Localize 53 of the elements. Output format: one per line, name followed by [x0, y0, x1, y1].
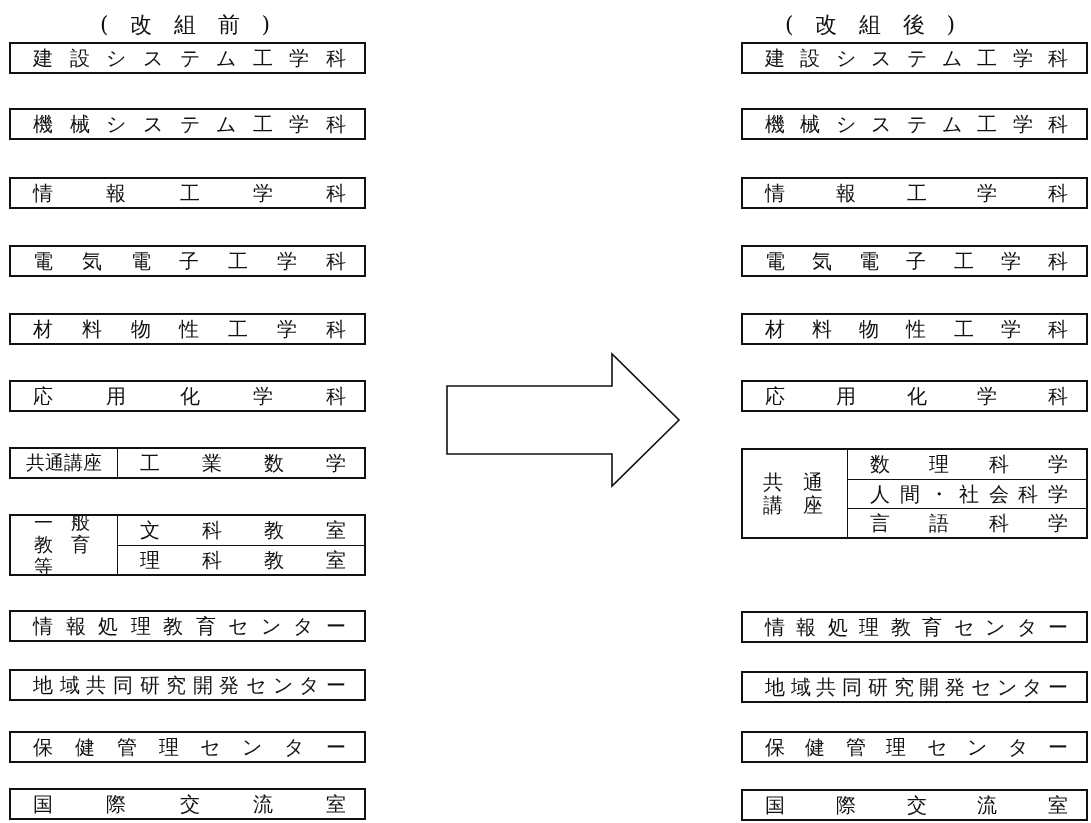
unit-box: [9, 610, 366, 642]
unit-label: 情報工学科: [33, 181, 346, 205]
unit-label: 機械システム工学科: [33, 112, 346, 136]
unit-box: [741, 671, 1088, 703]
unit-box: [9, 108, 366, 140]
unit-box: [9, 514, 366, 576]
column-heading: (改組前): [100, 11, 270, 39]
unit-box: [741, 245, 1088, 277]
unit-label: 情報処理教育センター: [765, 615, 1068, 639]
column-heading: (改組後): [785, 11, 955, 39]
unit-label: 情報工学科: [765, 181, 1068, 205]
unit-box: [9, 731, 366, 763]
unit-box: [741, 448, 1088, 539]
unit-label: 材料物性工学科: [33, 317, 346, 341]
unit-box: [741, 313, 1088, 345]
unit-label: 応用化学科: [33, 384, 346, 408]
unit-label: 建設システム工学科: [33, 46, 346, 70]
unit-label: 国際交流室: [33, 792, 346, 816]
unit-box: [9, 313, 366, 345]
unit-box: [9, 42, 366, 74]
unit-label: 電気電子工学科: [765, 249, 1068, 273]
unit-box: [741, 731, 1088, 763]
unit-box: [9, 788, 366, 820]
unit-box: [9, 245, 366, 277]
unit-label: 応用化学科: [765, 384, 1068, 408]
group-label: 共通講座: [26, 452, 102, 474]
unit-label: 数理科学: [870, 453, 1068, 476]
unit-box: [741, 380, 1088, 412]
unit-label: 国際交流室: [765, 793, 1068, 817]
unit-label: 地域共同研究開発センター: [765, 675, 1068, 699]
unit-box: [741, 42, 1088, 74]
unit-label: 理科教室: [140, 548, 346, 572]
unit-label: 情報処理教育センター: [33, 614, 346, 638]
unit-label: 人間・社会科学: [870, 482, 1068, 506]
unit-box: [741, 108, 1088, 140]
unit-box: [9, 380, 366, 412]
group-label: 共通講座: [763, 470, 827, 517]
unit-box: [741, 177, 1088, 209]
unit-box: [9, 177, 366, 209]
unit-box: [9, 669, 366, 701]
unit-label: 保健管理センター: [765, 735, 1068, 759]
unit-label: 言語科学: [870, 511, 1068, 535]
unit-label: 文科教室: [140, 519, 346, 542]
unit-label: 建設システム工学科: [765, 46, 1068, 70]
unit-box: [741, 611, 1088, 643]
unit-label: 工業数学: [140, 451, 346, 475]
unit-label: 機械システム工学科: [765, 112, 1068, 136]
unit-box: [9, 447, 366, 479]
unit-label: 材料物性工学科: [765, 317, 1068, 341]
unit-label: 地域共同研究開発センター: [33, 673, 346, 697]
unit-label: 保健管理センター: [33, 735, 346, 759]
unit-box: [741, 789, 1088, 821]
unit-label: 電気電子工学科: [33, 249, 346, 273]
